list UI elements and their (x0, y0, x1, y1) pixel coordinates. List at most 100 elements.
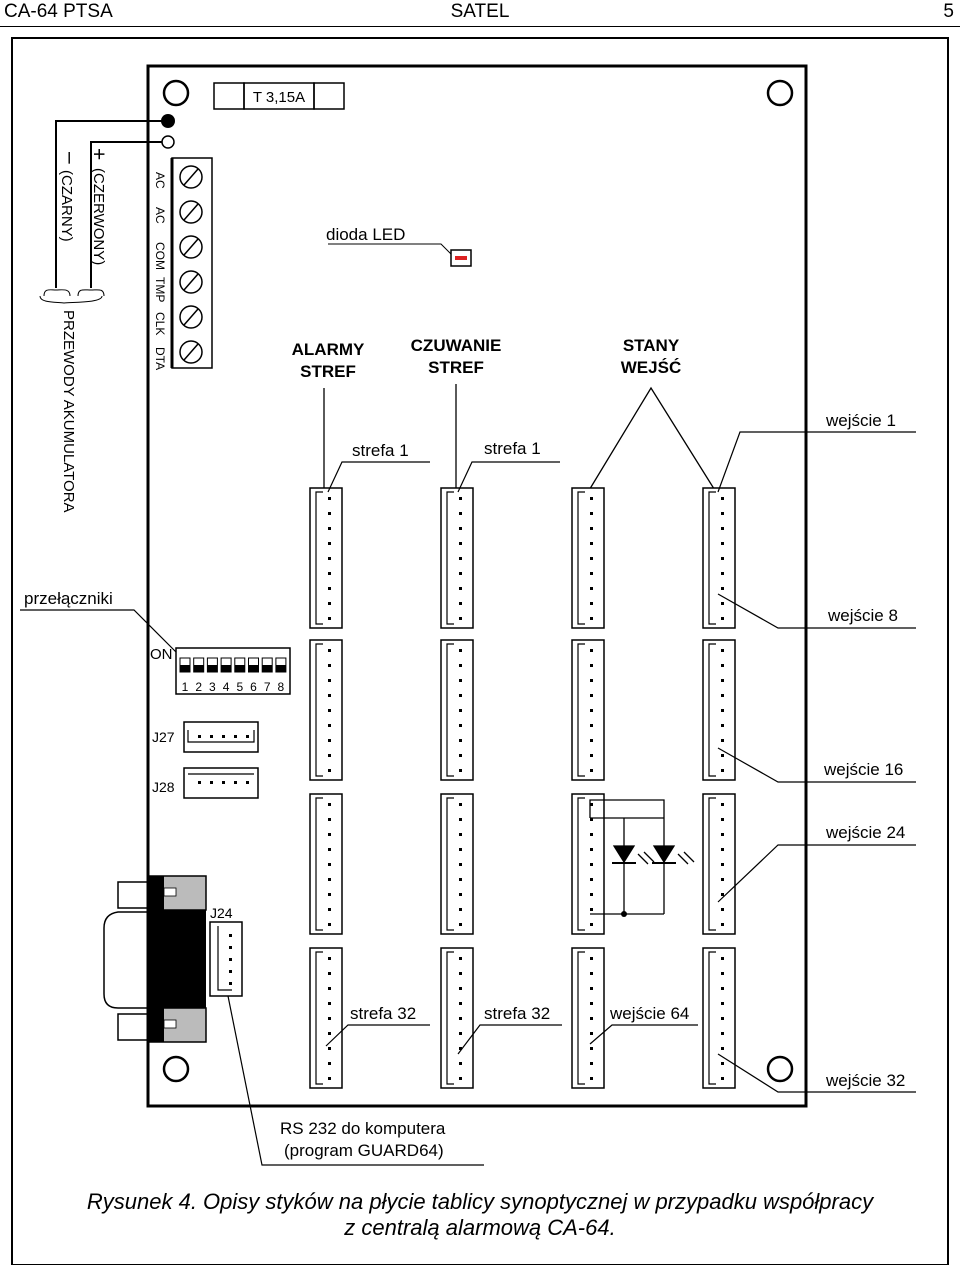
label-strefa1-czuwanie: strefa 1 (484, 439, 541, 458)
terminal-block (170, 157, 213, 369)
dip-number: 5 (236, 680, 243, 694)
dip-lever-4[interactable] (220, 657, 232, 673)
battery-group-label: PRZEWODY AKUMULATORA (60, 310, 77, 513)
input-connector-c1-r3 (309, 793, 343, 935)
terminal-screw-4 (179, 305, 203, 329)
column-header-alarmy-line2: STREF (300, 362, 356, 381)
label-przelaczniki: przełączniki (24, 589, 113, 608)
dip-number: 4 (223, 680, 230, 694)
input-connector-c4-r3 (702, 793, 736, 935)
input-connector-c1-r2 (309, 639, 343, 781)
terminal-label: AC (153, 172, 167, 189)
label-strefa32-alarmy: strefa 32 (350, 1004, 416, 1023)
terminal-screw-5 (179, 340, 203, 364)
label-j24: J24 (210, 905, 233, 921)
input-connector-c2-r1 (440, 487, 474, 629)
led-pair-schematic (589, 799, 695, 915)
fuse-label: T 3,15A (253, 89, 305, 106)
rs232-leader-line (227, 995, 484, 1166)
terminal-label: DTA (153, 347, 167, 370)
input-connector-c2-r4 (440, 947, 474, 1089)
fuse: T 3,15A (213, 82, 345, 110)
dip-lever-2[interactable] (193, 657, 205, 673)
input-connector-c3-r2 (571, 639, 605, 781)
input-connector-c1-r4 (309, 947, 343, 1089)
mounting-hole-top-right (766, 79, 794, 107)
column-header-czuwanie-line2: STREF (428, 358, 484, 377)
battery-plus-label: (CZERWONY) (90, 168, 107, 265)
header-rule (0, 26, 960, 27)
dip-number: 3 (209, 680, 216, 694)
outer-frame (11, 37, 949, 1265)
dip-lever-3[interactable] (206, 657, 218, 673)
rs232-label-line1: RS 232 do komputera (280, 1119, 446, 1138)
input-connector-c4-r4 (702, 947, 736, 1089)
battery-plus-sign: + (87, 148, 110, 160)
rs232-label-line2: (program GUARD64) (284, 1141, 444, 1160)
dip-number: 2 (195, 680, 202, 694)
circuit-board (146, 64, 808, 1108)
battery-minus-sign: – (59, 152, 82, 164)
dip-on-label: ON (150, 646, 173, 663)
input-connector-c4-r2 (702, 639, 736, 781)
mounting-hole-bottom-right (766, 1055, 794, 1083)
mounting-hole-top-left (162, 79, 190, 107)
dip-lever-5[interactable] (234, 657, 246, 673)
column-header-stany-line1: STANY (623, 336, 680, 355)
label-wejscie24: wejście 24 (825, 823, 905, 842)
terminal-label: TMP (153, 277, 167, 302)
terminal-label: COM (153, 242, 167, 270)
column-header-pointers (323, 384, 717, 493)
label-j28: J28 (152, 779, 175, 795)
input-connector-c2-r3 (440, 793, 474, 935)
junction-dot (621, 911, 627, 917)
input-connector-c3-r4 (571, 947, 605, 1089)
header-page-number: 5 (943, 1, 954, 22)
column-header-alarmy-line1: ALARMY (292, 340, 365, 359)
switches-leader-line (20, 609, 177, 653)
label-wejscie16: wejście 16 (823, 760, 903, 779)
dip-number: 8 (278, 680, 285, 694)
terminal-screw-1 (179, 200, 203, 224)
label-wejscie1: wejście 1 (825, 411, 896, 430)
terminal-screw-2 (179, 235, 203, 259)
connector-j24 (209, 921, 243, 997)
label-j27: J27 (152, 729, 175, 745)
label-wejscie32: wejście 32 (825, 1071, 905, 1090)
terminal-screw-0 (179, 165, 203, 189)
terminal-screw-3 (179, 270, 203, 294)
label-leader-lines (325, 431, 916, 1093)
dip-lever-1[interactable] (179, 657, 191, 673)
label-strefa32-czuwanie: strefa 32 (484, 1004, 550, 1023)
terminal-label: CLK (153, 312, 167, 335)
battery-minus-label: (CZARNY) (58, 170, 75, 242)
figure-caption-line1: Rysunek 4. Opisy styków na płycie tablic… (86, 1189, 874, 1214)
rs232-db9-connector (103, 875, 207, 1043)
connector-j28 (183, 767, 259, 799)
input-connector-c2-r2 (440, 639, 474, 781)
input-connector-c3-r3 (571, 793, 605, 935)
label-strefa1-alarmy: strefa 1 (352, 441, 409, 460)
terminal-label: AC (153, 207, 167, 224)
led-label: dioda LED (326, 225, 405, 244)
dip-number: 7 (264, 680, 271, 694)
column-header-czuwanie-line1: CZUWANIE (411, 336, 502, 355)
dip-number: 6 (250, 680, 257, 694)
input-connector-c1-r1 (309, 487, 343, 629)
dip-switch[interactable] (175, 647, 291, 695)
connector-j27 (183, 721, 259, 753)
dip-number: 1 (182, 680, 189, 694)
figure-caption-line2: z centralą alarmową CA-64. (344, 1215, 616, 1240)
battery-wires (39, 114, 175, 304)
mounting-hole-bottom-left (162, 1055, 190, 1083)
input-connector-c4-r1 (702, 487, 736, 629)
dip-lever-8[interactable] (275, 657, 287, 673)
header-left: CA-64 PTSA (4, 1, 113, 22)
label-wejscie64: wejście 64 (609, 1004, 689, 1023)
dip-lever-6[interactable] (248, 657, 259, 673)
dip-lever-7[interactable] (261, 657, 273, 673)
column-header-stany-line2: WEJŚĆ (621, 358, 681, 377)
status-led (328, 243, 472, 267)
label-wejscie8: wejście 8 (827, 606, 898, 625)
